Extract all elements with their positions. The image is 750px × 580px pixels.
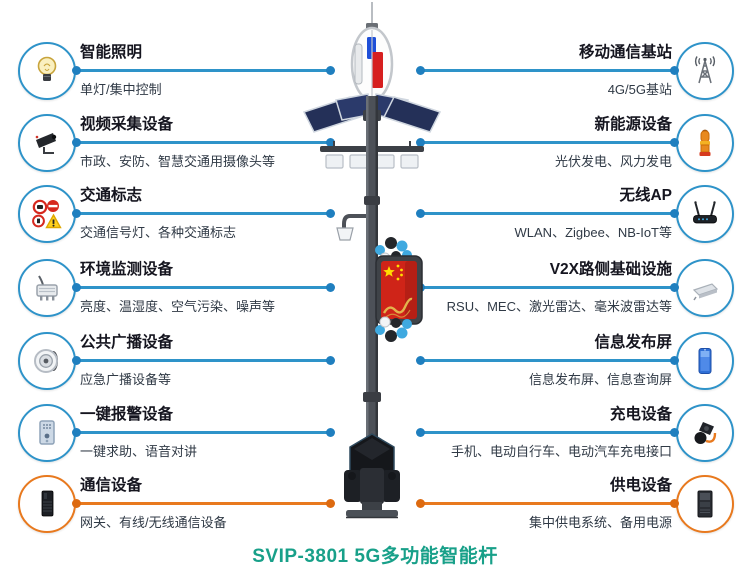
- feature-row-power-supply: 供电设备 集中供电系统、备用电源: [392, 471, 734, 535]
- feature-desc: 一键求助、语音对讲: [80, 444, 198, 459]
- feature-desc: 应急广播设备等: [80, 372, 172, 387]
- feature-desc: 信息发布屏、信息查询屏: [528, 372, 672, 387]
- environment-sensor-icon: [18, 259, 76, 317]
- feature-desc: 网关、有线/无线通信设备: [80, 515, 227, 530]
- feature-title: 公共广播设备: [80, 334, 174, 351]
- wireless-router-icon: [676, 185, 734, 243]
- feature-row-sos: 一键报警设备 一键求助、语音对讲: [18, 400, 364, 464]
- feature-desc: 交通信号灯、各种交通标志: [80, 225, 237, 240]
- feature-title: 充电设备: [609, 406, 672, 423]
- feature-row-broadcast: 公共广播设备 应急广播设备等: [18, 328, 364, 392]
- feature-desc: 4G/5G基站: [607, 82, 672, 97]
- power-cabinet-icon: [676, 475, 734, 533]
- feature-row-v2x: V2X路侧基础设施 RSU、MEC、激光雷达、毫米波雷达等: [392, 255, 734, 319]
- feature-title: 智能照明: [80, 44, 143, 61]
- feature-desc: WLAN、Zigbee、NB-IoT等: [514, 225, 672, 240]
- feature-title: 环境监测设备: [80, 261, 174, 278]
- connector-line: [72, 283, 335, 292]
- feature-desc: 手机、电动自行车、电动汽车充电接口: [450, 444, 672, 459]
- feature-title: 供电设备: [609, 477, 672, 494]
- feature-title: 新能源设备: [594, 116, 672, 133]
- feature-title: 信息发布屏: [594, 334, 672, 351]
- connector-line: [72, 209, 335, 218]
- charging-plug-icon: [676, 404, 734, 462]
- feature-row-base-station: 移动通信基站 4G/5G基站: [392, 38, 734, 102]
- feature-title: V2X路侧基础设施: [549, 261, 672, 278]
- top-antenna: [366, 2, 378, 30]
- feature-title: 无线AP: [619, 187, 672, 204]
- lightbulb-icon: [18, 42, 76, 100]
- cctv-camera-icon: [18, 114, 76, 172]
- feature-title: 一键报警设备: [80, 406, 174, 423]
- connector-line: [416, 66, 679, 75]
- feature-title: 交通标志: [80, 187, 143, 204]
- connector-line: [72, 428, 335, 437]
- feature-desc: 市政、安防、智慧交通用摄像头等: [80, 154, 276, 169]
- feature-desc: 光伏发电、风力发电: [554, 154, 672, 169]
- connector-line: [416, 499, 679, 508]
- feature-row-communication: 通信设备 网关、有线/无线通信设备: [18, 471, 364, 535]
- connector-line: [72, 499, 335, 508]
- traffic-signs-icon: [18, 185, 76, 243]
- connector-line: [72, 138, 335, 147]
- feature-desc: 集中供电系统、备用电源: [528, 515, 672, 530]
- feature-row-environment: 环境监测设备 亮度、温湿度、空气污染、噪声等: [18, 255, 364, 319]
- feature-desc: 单灯/集中控制: [80, 82, 162, 97]
- feature-desc: 亮度、温湿度、空气污染、噪声等: [80, 299, 276, 314]
- connector-line: [416, 283, 679, 292]
- feature-row-info-screen: 信息发布屏 信息发布屏、信息查询屏: [392, 328, 734, 392]
- feature-row-wireless-ap: 无线AP WLAN、Zigbee、NB-IoT等: [392, 181, 734, 245]
- feature-title: 移动通信基站: [578, 44, 672, 61]
- feature-row-traffic-signs: 交通标志 交通信号灯、各种交通标志: [18, 181, 364, 245]
- wind-generator-icon: [676, 114, 734, 172]
- feature-title: 通信设备: [80, 477, 143, 494]
- signal-tower-icon: [676, 42, 734, 100]
- feature-title: 视频采集设备: [80, 116, 174, 133]
- connector-line: [72, 66, 335, 75]
- connector-line: [72, 356, 335, 365]
- rsu-device-icon: [676, 259, 734, 317]
- connector-line: [416, 428, 679, 437]
- gateway-device-icon: [18, 475, 76, 533]
- display-screen-icon: [676, 332, 734, 390]
- product-caption: SVIP-3801 5G多功能智能杆: [252, 546, 498, 567]
- feature-desc: RSU、MEC、激光雷达、毫米波雷达等: [446, 299, 672, 314]
- loudspeaker-icon: [18, 332, 76, 390]
- feature-row-lighting: 智能照明 单灯/集中控制: [18, 38, 364, 102]
- feature-row-charging: 充电设备 手机、电动自行车、电动汽车充电接口: [392, 400, 734, 464]
- connector-line: [416, 138, 679, 147]
- alarm-intercom-icon: [18, 404, 76, 462]
- feature-row-new-energy: 新能源设备 光伏发电、风力发电: [392, 110, 734, 174]
- feature-row-video: 视频采集设备 市政、安防、智慧交通用摄像头等: [18, 110, 364, 174]
- connector-line: [416, 356, 679, 365]
- connector-line: [416, 209, 679, 218]
